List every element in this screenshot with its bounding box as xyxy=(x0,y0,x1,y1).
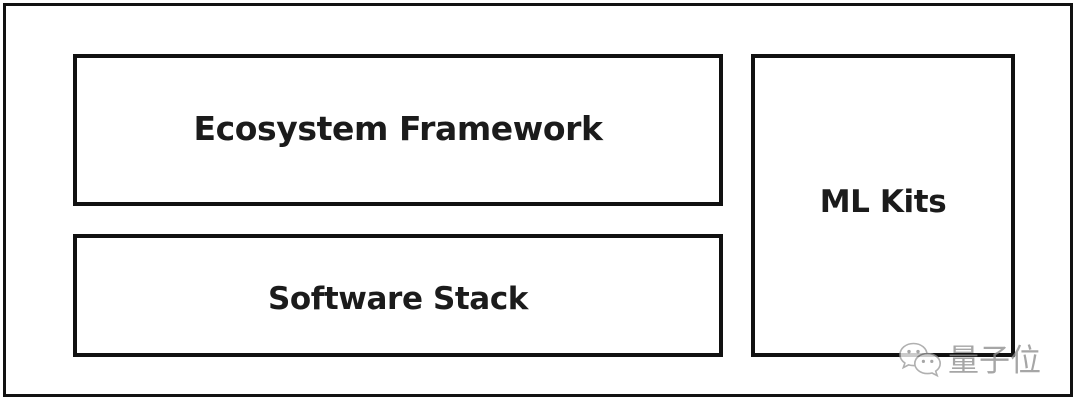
outer-container-box: Ecosystem Framework Software Stack ML Ki… xyxy=(3,3,1073,397)
block-software-stack[interactable]: Software Stack xyxy=(73,234,723,357)
block-label-software-stack: Software Stack xyxy=(267,281,529,317)
block-ml-kits[interactable]: ML Kits xyxy=(751,54,1015,357)
block-ecosystem-framework[interactable]: Ecosystem Framework xyxy=(73,54,723,206)
block-label-ecosystem-framework: Ecosystem Framework xyxy=(193,108,603,148)
block-label-ml-kits: ML Kits xyxy=(819,184,947,220)
